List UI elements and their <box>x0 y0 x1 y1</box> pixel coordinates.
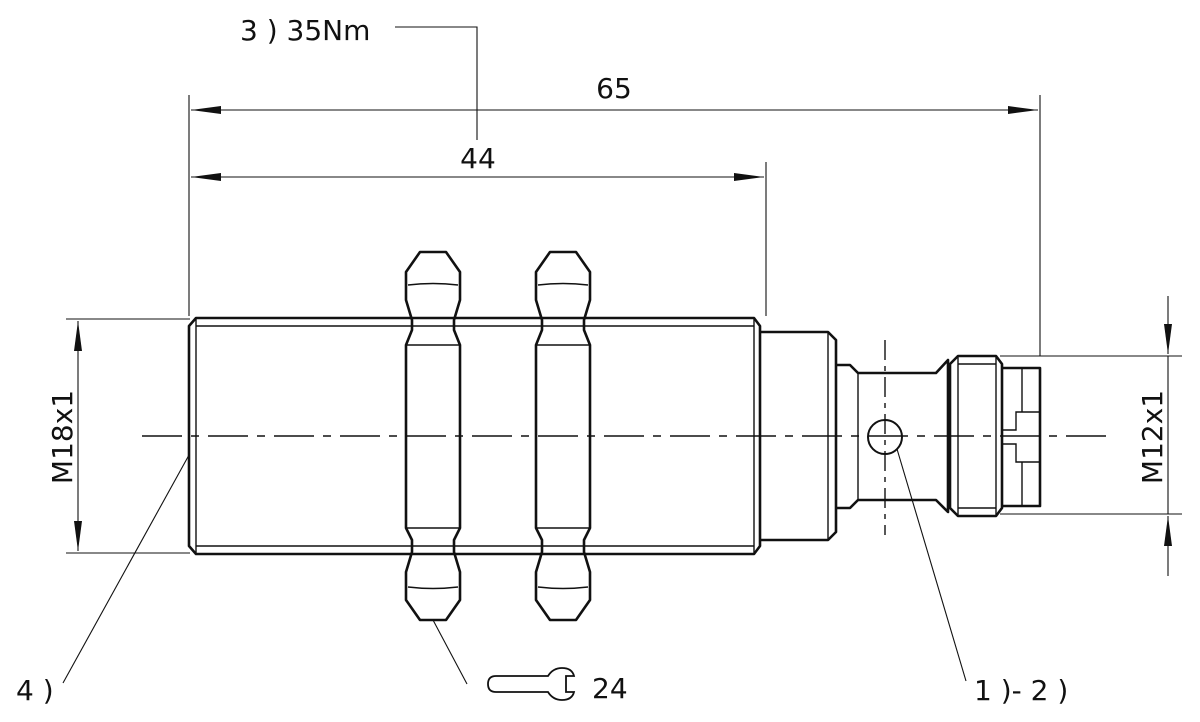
torque-label: 3 ) 35Nm <box>240 14 370 47</box>
nut-rear-curve-top <box>537 282 589 286</box>
dimension-m12-thread: M12x1 <box>1000 296 1182 576</box>
led-indicator <box>867 419 903 455</box>
wrench-icon <box>487 667 576 701</box>
dimension-thread-length: 44 <box>191 142 767 316</box>
nut-front-curve-top <box>407 282 459 286</box>
wrench-callout: 24 <box>432 619 628 705</box>
connector-key-top <box>1002 411 1040 431</box>
hex-nut-front <box>404 250 462 622</box>
m18-thread-label: M18x1 <box>46 390 79 484</box>
connector-pin-housing <box>1002 366 1042 508</box>
sensor-threaded-barrel <box>187 316 762 556</box>
nut-front-curve-bottom <box>407 586 459 590</box>
wrench-leader-line <box>432 619 468 685</box>
leader-line-note-right <box>896 448 967 682</box>
m12-connector <box>948 354 1042 518</box>
leader-line-note-left <box>62 454 190 684</box>
torque-leader-line <box>395 26 478 140</box>
hex-nut-rear <box>534 250 592 622</box>
thread-length-value: 44 <box>460 142 496 175</box>
nut-rear-curve-bottom <box>537 586 589 590</box>
dimension-m18-thread: M18x1 <box>46 318 190 554</box>
torque-callout: 3 ) 35Nm <box>240 14 478 140</box>
note-right-label: 1 )- 2 ) <box>974 674 1068 707</box>
dimension-overall-length: 65 <box>188 72 1041 356</box>
overall-length-value: 65 <box>596 72 632 105</box>
callout-note-right: 1 )- 2 ) <box>896 448 1068 707</box>
nut-rear-outline <box>534 250 592 622</box>
wrench-size-label: 24 <box>592 672 628 705</box>
m12-thread-label: M12x1 <box>1136 390 1169 484</box>
nut-front-outline <box>404 250 462 622</box>
callout-note-left: 4 ) <box>16 454 190 707</box>
sensor-neck <box>836 340 950 535</box>
connector-key-bottom <box>1002 443 1040 463</box>
note-left-label: 4 ) <box>16 674 54 707</box>
